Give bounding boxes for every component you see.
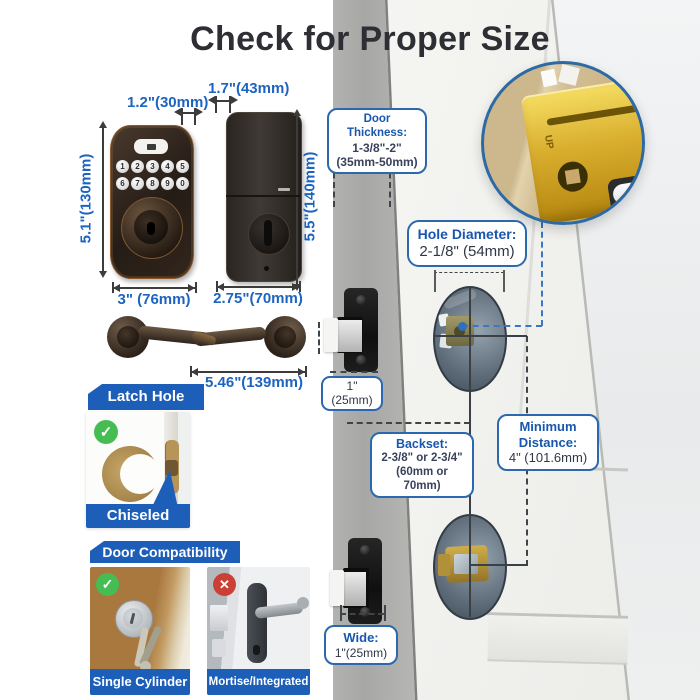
up-stamp: UP [542, 134, 556, 150]
door-thickness-range: 1-3/8"-2" [352, 140, 402, 155]
screw-icon [360, 545, 370, 555]
side-indicator [278, 188, 290, 191]
min-distance-title-1: Minimum [519, 419, 577, 434]
single-cylinder-card: ✓ Single Cylinder [90, 567, 190, 695]
page-title: Check for Proper Size [190, 20, 550, 58]
latch-bolt-top [336, 320, 362, 352]
lock-side-view [226, 112, 302, 282]
side-seam [226, 195, 300, 197]
backset-title: Backset: [395, 437, 449, 451]
dim-side-width: 2.75"(70mm) [213, 290, 303, 307]
keypad-button: 5 [176, 160, 189, 173]
hole-inner [564, 168, 581, 185]
cross-icon: ✕ [213, 573, 236, 596]
keypad-button: 8 [146, 177, 159, 190]
mortise-label: Mortise/Integrated [207, 669, 310, 695]
door-thickness-title: Door Thickness: [346, 113, 408, 139]
dim-front-width-top: 1.2"(30mm) [127, 94, 209, 111]
check-icon: ✓ [94, 420, 118, 444]
lever-end [297, 597, 309, 609]
rosette-hub [274, 326, 296, 348]
mortise-plate [247, 583, 267, 663]
latch-hole-card: ✓ Chiseled [86, 412, 190, 528]
dim-lever-length: 5.46"(139mm) [205, 374, 303, 391]
keypad-button: 9 [161, 177, 174, 190]
mortise-latch-piece [210, 605, 228, 631]
latch-length-callout: 1"(25mm) [321, 376, 383, 411]
min-distance-title-2: Distance: [518, 434, 578, 450]
indicator-screen [147, 144, 156, 150]
mortise-keyhole [253, 645, 260, 655]
backset-value: 2-3/8" or 2-3/4" [381, 452, 463, 464]
latch-bolt-face [330, 570, 344, 606]
magnifier-connector [541, 222, 543, 326]
backset-callout: Backset: 2-3/8" or 2-3/4" (60mm or 70mm) [370, 432, 474, 499]
dim-front-height: 5.1"(130mm) [77, 153, 95, 244]
latch-body-slot [546, 104, 642, 126]
wide-callout: Wide: 1"(25mm) [324, 625, 398, 665]
key-bow [140, 661, 151, 672]
wide-measure-line [340, 613, 384, 615]
single-cylinder-label: Single Cylinder [90, 669, 190, 695]
door-thickness-callout: Door Thickness: 1-3/8"-2" (35mm-50mm) [327, 108, 427, 175]
dim-front-width: 3" (76mm) [117, 291, 191, 308]
keypad-button: 7 [131, 177, 144, 190]
dim-side-depth-top: 1.7"(43mm) [208, 80, 290, 97]
keypad-button: 3 [146, 160, 159, 173]
wood-chip [558, 64, 580, 86]
check-icon: ✓ [96, 573, 119, 596]
hole-diameter-callout: Hole Diameter: 2-1/8" (54mm) [407, 220, 527, 267]
mortise-card: ✕ Mortise/Integrated [207, 567, 310, 695]
door-compatibility-header: Door Compatibility [90, 541, 240, 563]
thumbturn-lever [264, 220, 272, 246]
wide-value: 1"(25mm) [334, 645, 388, 660]
mortise-notch [165, 460, 178, 476]
mortise-latch-piece [212, 639, 226, 657]
wood-chip [540, 68, 558, 88]
magnifier-connector [462, 325, 542, 327]
keypad-button: 6 [116, 177, 129, 190]
latch-hole-header: Latch Hole [88, 384, 204, 410]
keyhole-icon [147, 222, 155, 235]
keypad-button: 1 [116, 160, 129, 173]
latch-magnifier-circle: UP [481, 61, 645, 225]
gold-latch-body: UP [520, 76, 642, 222]
screw-icon [356, 295, 366, 305]
cross-bore-opening [120, 454, 160, 494]
connector-dot [458, 322, 467, 331]
screw-icon [360, 607, 370, 617]
hole-diameter-value: 2-1/8" (54mm) [419, 242, 515, 260]
door-thickness-metric: (35mm-50mm) [336, 154, 418, 169]
keypad-button: 0 [176, 177, 189, 190]
latch-measure-line [330, 371, 378, 373]
wide-title: Wide: [343, 630, 379, 645]
reset-hole [264, 266, 269, 271]
min-distance-value: 4" (101.6mm) [508, 450, 588, 466]
latch-bolt-face [324, 318, 338, 352]
keypad-button: 2 [131, 160, 144, 173]
hole-diameter-title: Hole Diameter: [417, 226, 517, 242]
dim-side-height: 5.5"(140mm) [301, 151, 319, 242]
screw-icon [356, 355, 366, 365]
cutaway-background [178, 412, 190, 528]
thickness-bracket [333, 163, 335, 207]
latch-extension-line [318, 322, 320, 354]
latch-length-value: 1"(25mm) [331, 379, 373, 408]
chiseled-label: Chiseled [86, 504, 190, 528]
keypad-button: 4 [161, 160, 174, 173]
door-bottom-rail [487, 615, 629, 665]
measure-tick [340, 605, 342, 621]
latch-bolt-bottom [342, 572, 366, 606]
measure-tick [384, 605, 386, 621]
rosette-hub [117, 326, 139, 348]
backset-metric: (60mm or 70mm) [396, 465, 448, 492]
thickness-bracket [389, 163, 391, 207]
min-distance-callout: Minimum Distance: 4" (101.6mm) [497, 414, 599, 471]
